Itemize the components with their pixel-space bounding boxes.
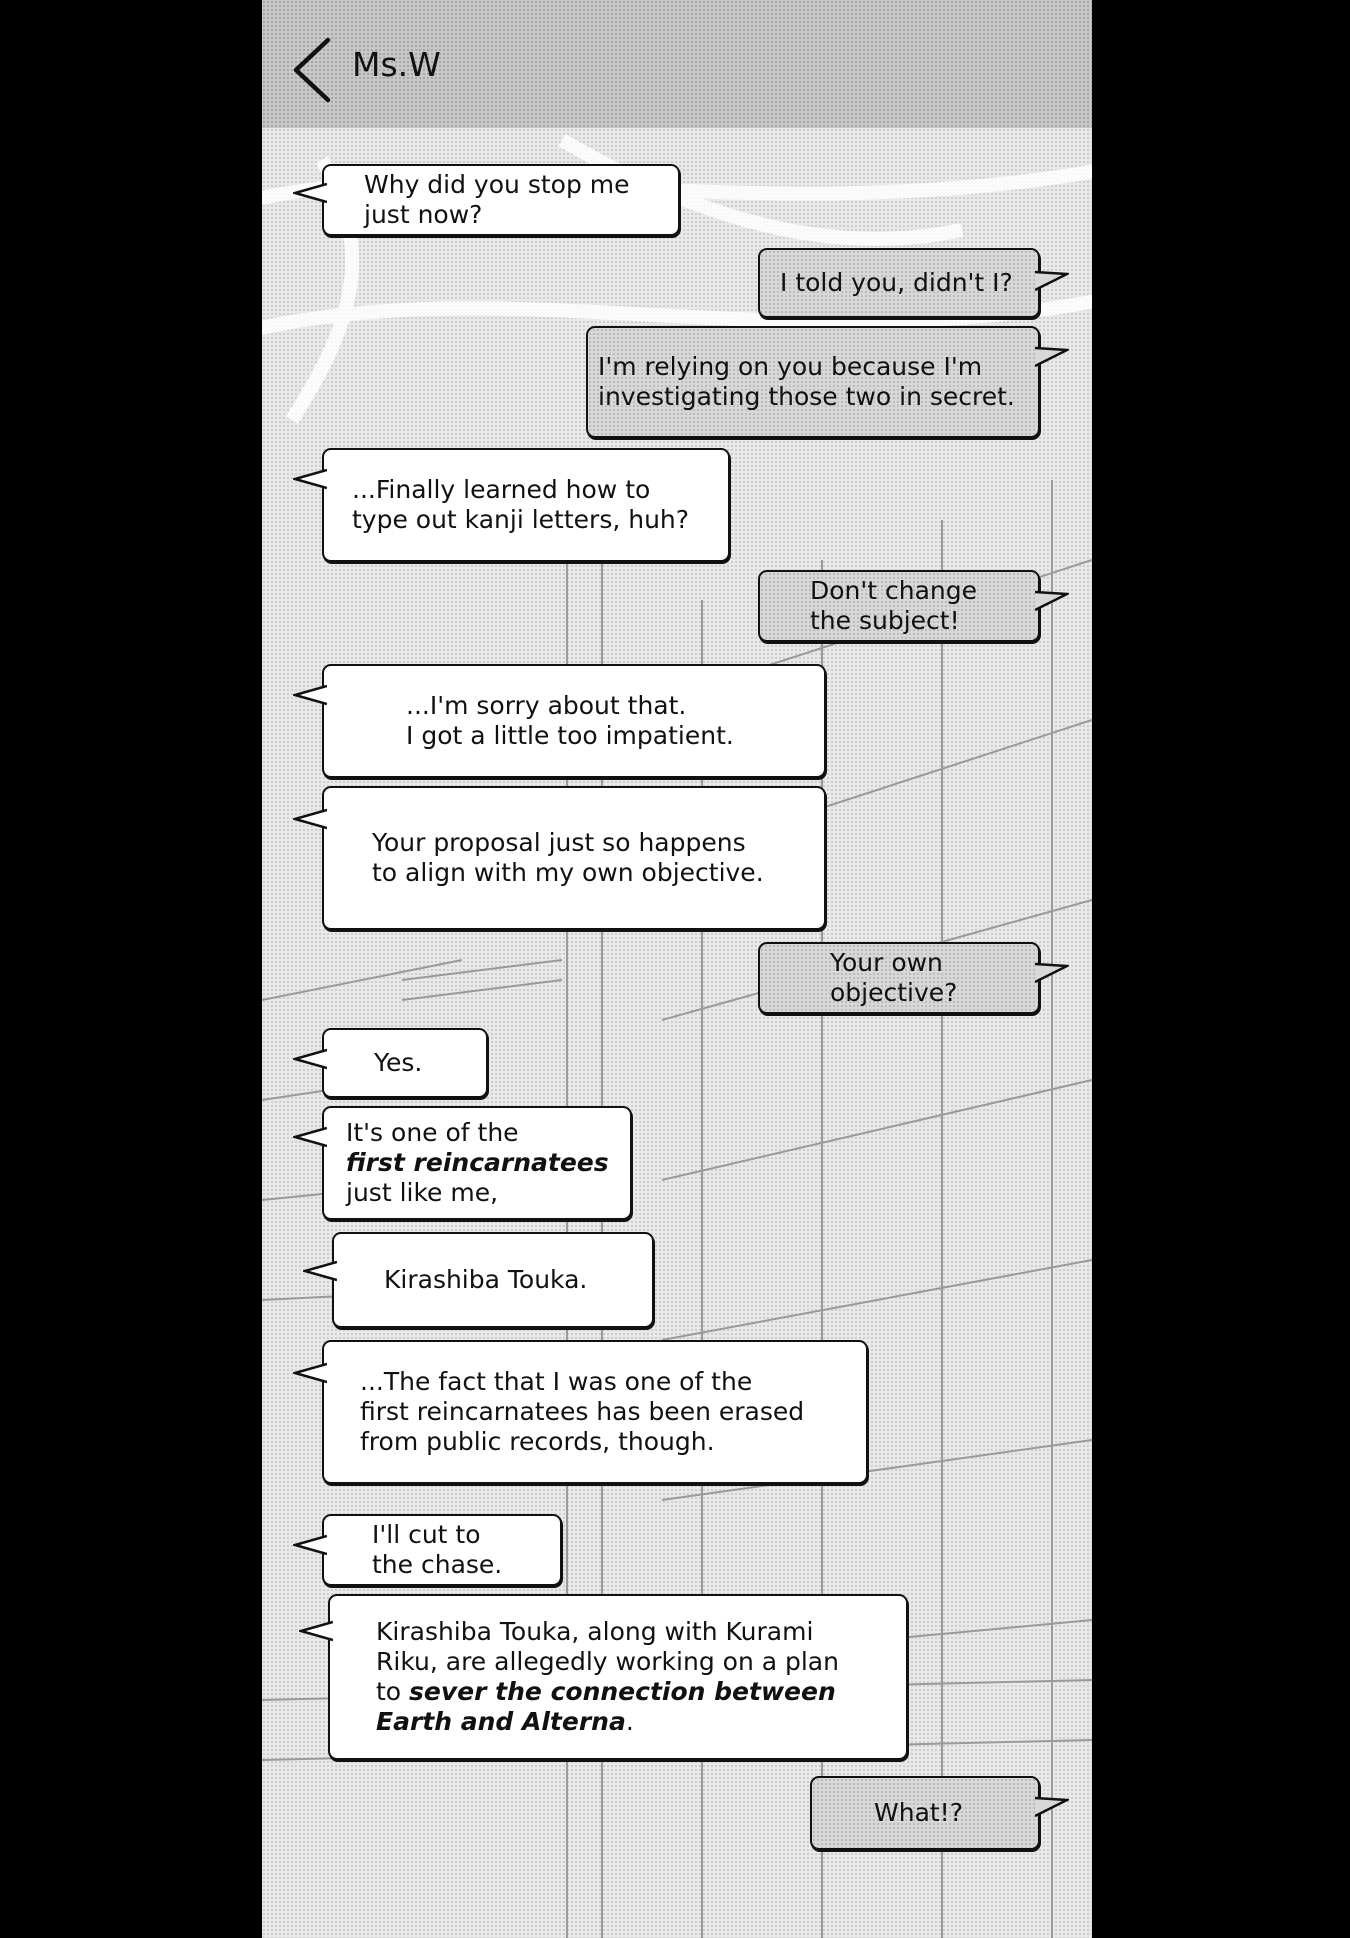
emphasis-text: first reincarnatees [346, 1148, 609, 1177]
bubble-tail [293, 684, 327, 706]
message-text: I told you, didn't I? [780, 268, 1013, 297]
message-bubble-incoming[interactable]: Kirashiba Touka. [303, 1232, 654, 1328]
message-text: ...I'm sorry about that.I got a little t… [406, 691, 734, 750]
message-bubble-outgoing[interactable]: What!? [810, 1776, 1069, 1850]
bubble-tail [293, 1534, 327, 1556]
bubble-tail [1035, 1796, 1069, 1818]
bubble-tail [293, 808, 327, 830]
message-bubble-incoming[interactable]: ...I'm sorry about that.I got a little t… [293, 664, 826, 778]
emphasis-text: sever the connection between [409, 1677, 836, 1706]
message-bubble-outgoing[interactable]: I told you, didn't I? [758, 248, 1069, 318]
back-button[interactable] [290, 36, 334, 104]
bubble-tail [299, 1620, 333, 1642]
bubble-tail [293, 1048, 327, 1070]
bubble-tail [1035, 590, 1069, 612]
bubble-tail [303, 1260, 337, 1282]
bubble-tail [293, 1126, 327, 1148]
message-bubble-incoming[interactable]: Yes. [293, 1028, 488, 1098]
emphasis-text: Earth and Alterna [376, 1707, 626, 1736]
bubble-tail [1035, 346, 1069, 368]
message-text: Kirashiba Touka. [384, 1265, 588, 1294]
bubble-tail [293, 182, 327, 204]
bubble-tail [1035, 962, 1069, 984]
message-text: What!? [874, 1798, 963, 1827]
chevron-left-icon [293, 37, 331, 103]
bubble-tail [293, 468, 327, 490]
contact-name: Ms.W [352, 45, 441, 84]
bubble-tail [1035, 270, 1069, 292]
chat-header: Ms.W [262, 0, 1092, 128]
message-text: Yes. [374, 1048, 423, 1077]
bubble-tail [293, 1362, 327, 1384]
